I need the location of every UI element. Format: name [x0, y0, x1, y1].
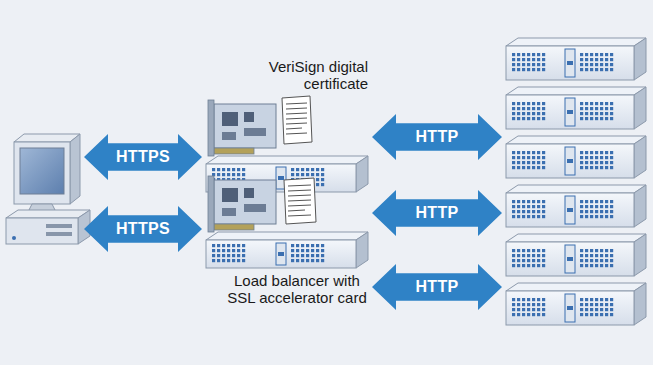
server	[506, 283, 646, 325]
load-balancer	[206, 232, 368, 268]
certificate-label: VeriSign digital certificate	[250, 58, 368, 92]
double-arrow: HTTP	[372, 190, 502, 236]
server	[506, 234, 646, 276]
protocol-label: HTTP	[416, 278, 459, 296]
ssl-accelerator-card	[208, 176, 276, 232]
protocol-label: HTTPS	[116, 148, 170, 166]
double-arrow: HTTPS	[84, 134, 202, 180]
protocol-label: HTTPS	[116, 220, 170, 238]
digital-certificate	[284, 178, 316, 224]
server	[506, 185, 646, 227]
double-arrow: HTTPS	[84, 206, 202, 252]
protocol-label: HTTP	[416, 204, 459, 222]
digital-certificate	[282, 96, 312, 144]
double-arrow: HTTP	[372, 264, 502, 310]
ssl-accelerator-card	[208, 100, 276, 156]
double-arrow: HTTP	[372, 114, 502, 160]
protocol-label: HTTP	[416, 128, 459, 146]
server	[506, 136, 646, 178]
server	[506, 38, 646, 80]
device-label: Load balancer with SSL accelerator card	[226, 272, 368, 306]
client-computer	[6, 134, 90, 244]
server	[506, 87, 646, 129]
